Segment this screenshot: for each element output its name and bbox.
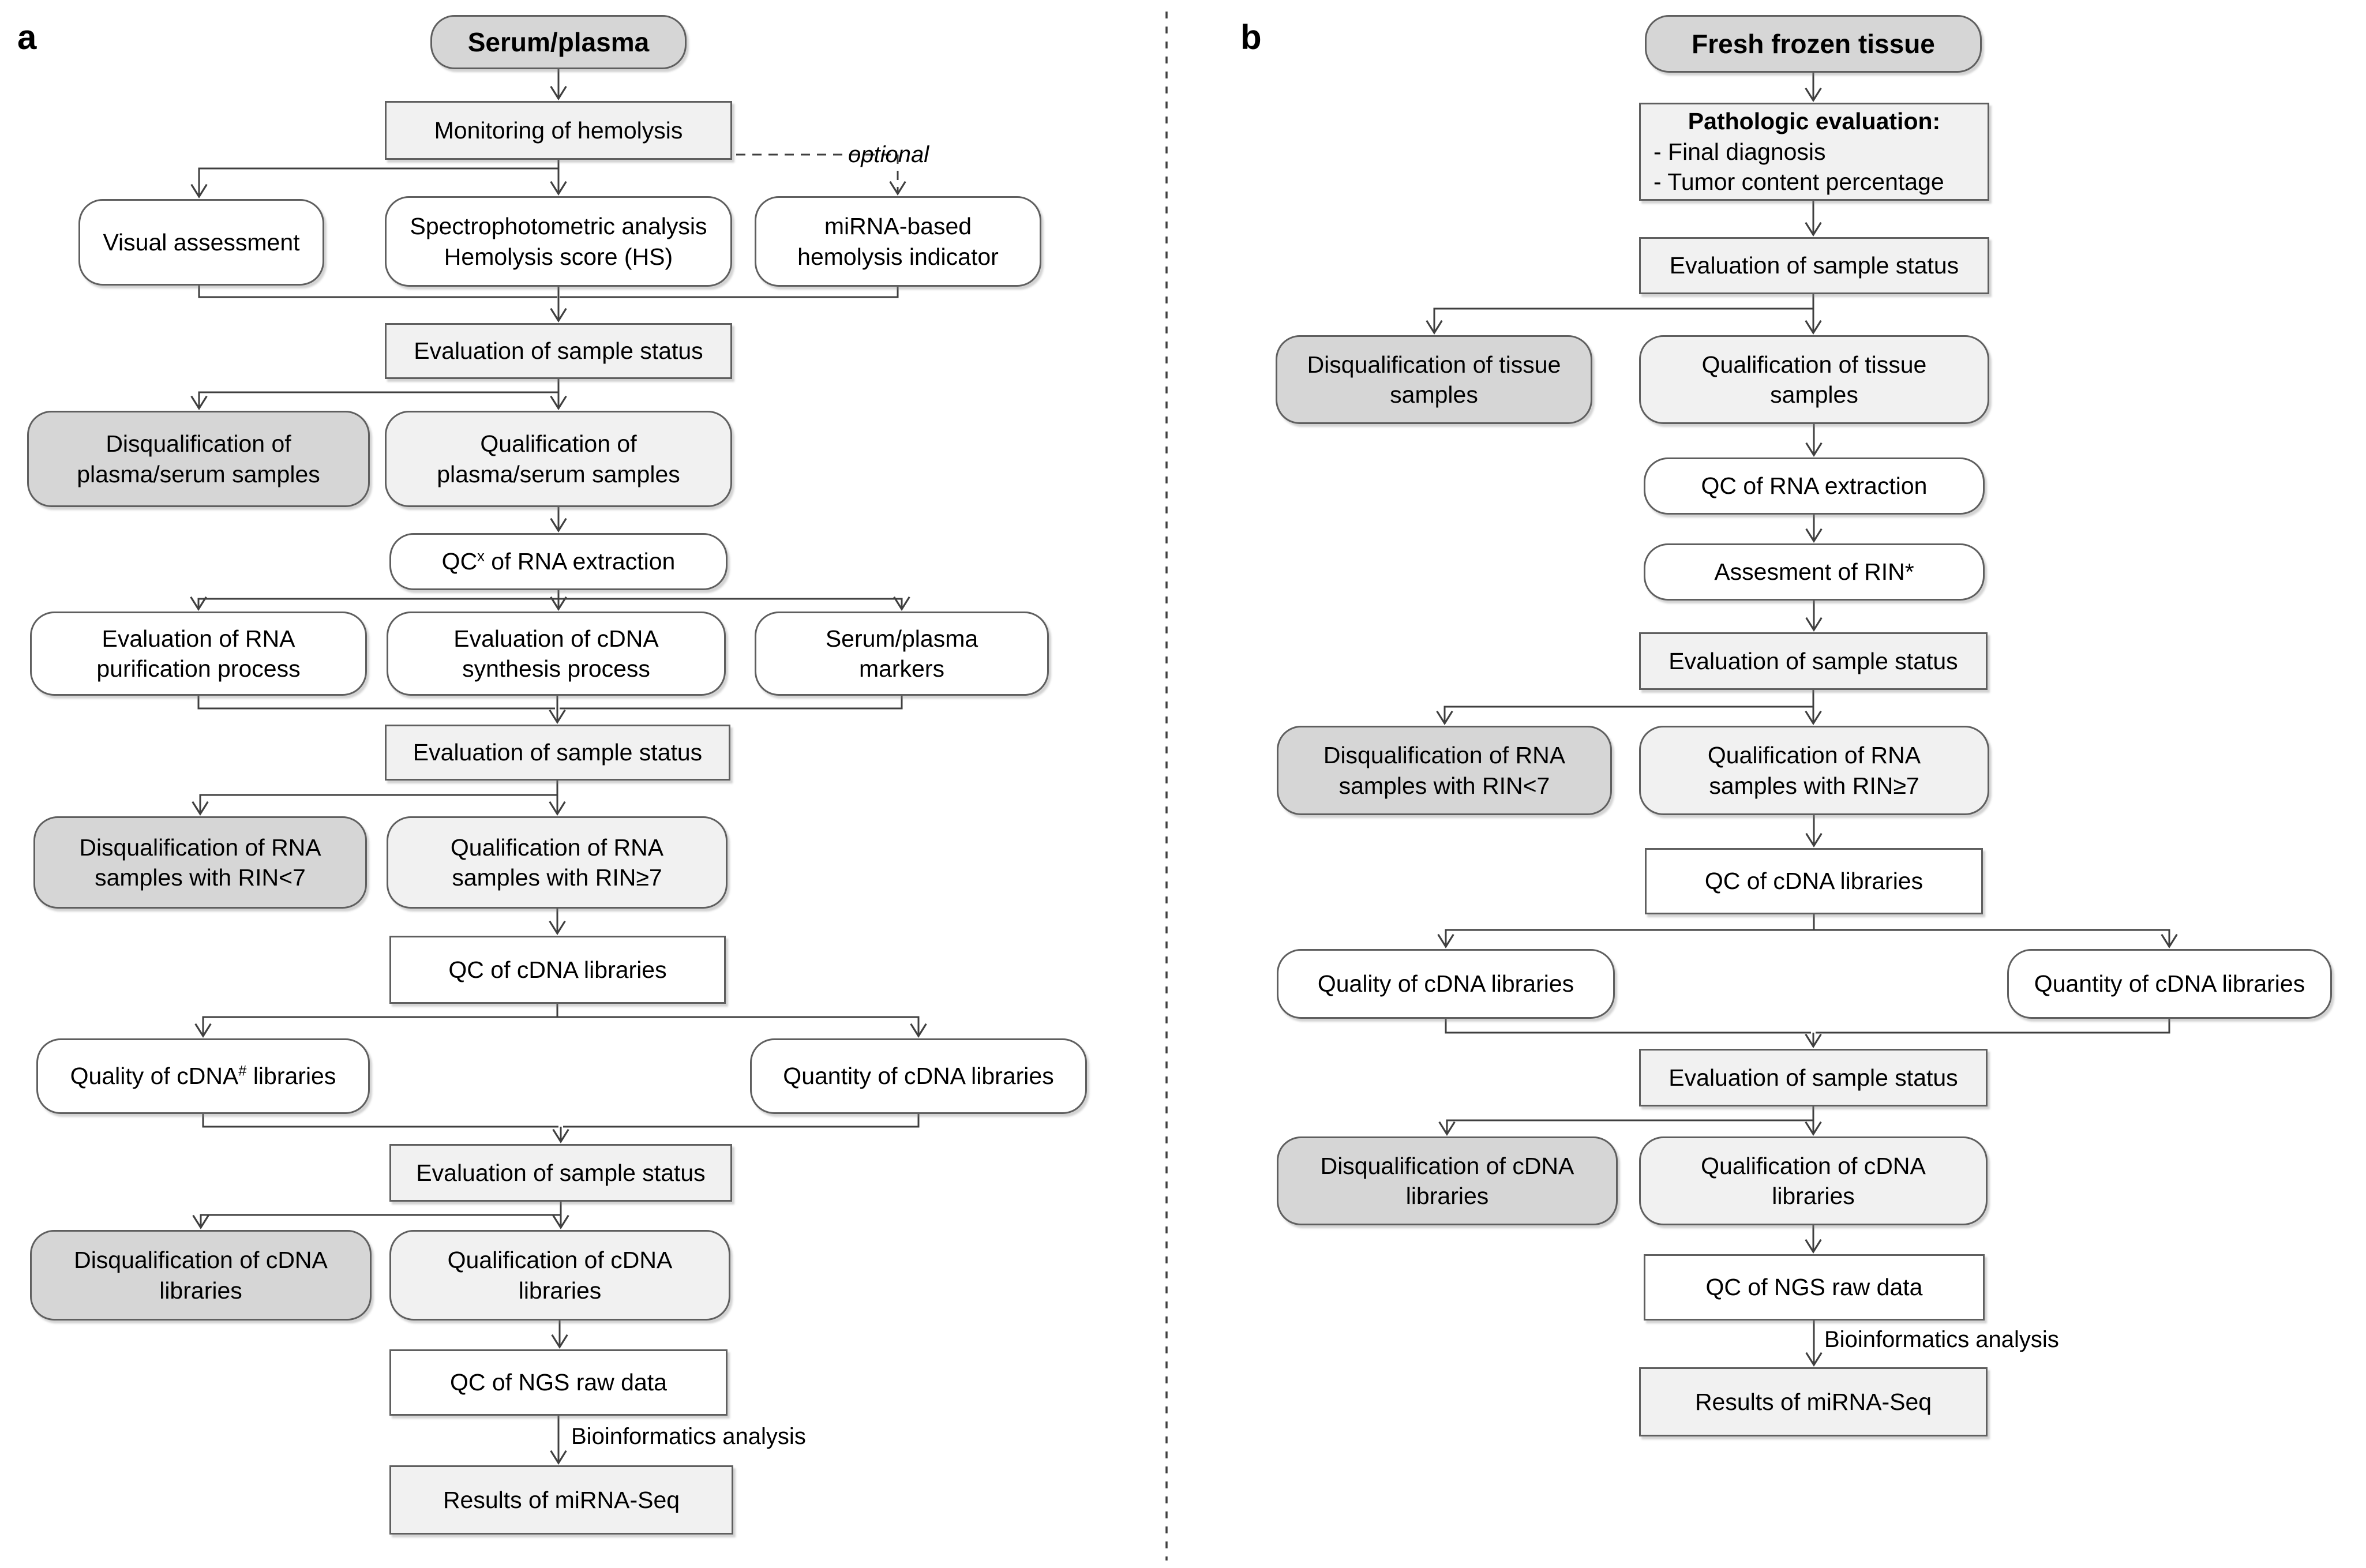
pathologic-evaluation-title: Pathologic evaluation: (1688, 108, 1941, 135)
pathologic-evaluation-items: - Final diagnosis- Tumor content percent… (1653, 138, 1944, 196)
node-results-mirna-seq-b: Results of miRNA-Seq (1639, 1367, 1988, 1436)
node-evaluation-sample-status-b1: Evaluation of sample status (1639, 237, 1989, 294)
node-qc-ngs-raw-data-b: QC of NGS raw data (1644, 1254, 1985, 1321)
node-quantity-cdna-libraries-a: Quantity of cDNA libraries (750, 1038, 1087, 1114)
node-serum-plasma: Serum/plasma (430, 15, 687, 69)
bioinformatics-analysis-label-a: Bioinformatics analysis (571, 1424, 806, 1449)
node-qc-cdna-libraries-a: QC of cDNA libraries (389, 936, 726, 1004)
node-quality-cdna-libraries-b: Quality of cDNA libraries (1277, 949, 1615, 1019)
node-monitoring-hemolysis: Monitoring of hemolysis (385, 101, 732, 160)
node-evaluation-sample-status-a2: Evaluation of sample status (385, 725, 730, 781)
node-fresh-frozen-tissue: Fresh frozen tissue (1645, 15, 1982, 73)
node-assesment-of-rin: Assesment of RIN* (1644, 543, 1985, 601)
optional-dashed-connector (558, 153, 906, 196)
node-pathologic-evaluation: Pathologic evaluation: - Final diagnosis… (1639, 103, 1989, 201)
node-evaluation-sample-status-a3: Evaluation of sample status (389, 1144, 732, 1202)
node-qc-cdna-libraries-b: QC of cDNA libraries (1645, 848, 1983, 914)
node-qc-ngs-raw-data-a: QC of NGS raw data (389, 1349, 728, 1416)
node-evaluation-sample-status-a1: Evaluation of sample status (385, 323, 732, 379)
node-results-mirna-seq-a: Results of miRNA-Seq (389, 1465, 733, 1535)
panel-b-label: b (1240, 18, 1262, 57)
node-quantity-cdna-libraries-b: Quantity of cDNA libraries (2007, 949, 2332, 1019)
bioinformatics-analysis-label-b: Bioinformatics analysis (1824, 1327, 2059, 1352)
node-quality-cdna-libraries-a: Quality of cDNA# libraries (36, 1038, 370, 1114)
node-evaluation-sample-status-b2: Evaluation of sample status (1639, 632, 1988, 690)
node-qc-rna-extraction-a: QCx of RNA extraction (389, 533, 728, 590)
optional-edge-label: optional (848, 142, 929, 167)
node-visual-assessment: Visual assessment (78, 199, 324, 286)
panel-a-label: a (17, 18, 37, 57)
node-qc-rna-extraction-b: QC of RNA extraction (1644, 457, 1985, 515)
node-evaluation-sample-status-b3: Evaluation of sample status (1639, 1049, 1988, 1106)
